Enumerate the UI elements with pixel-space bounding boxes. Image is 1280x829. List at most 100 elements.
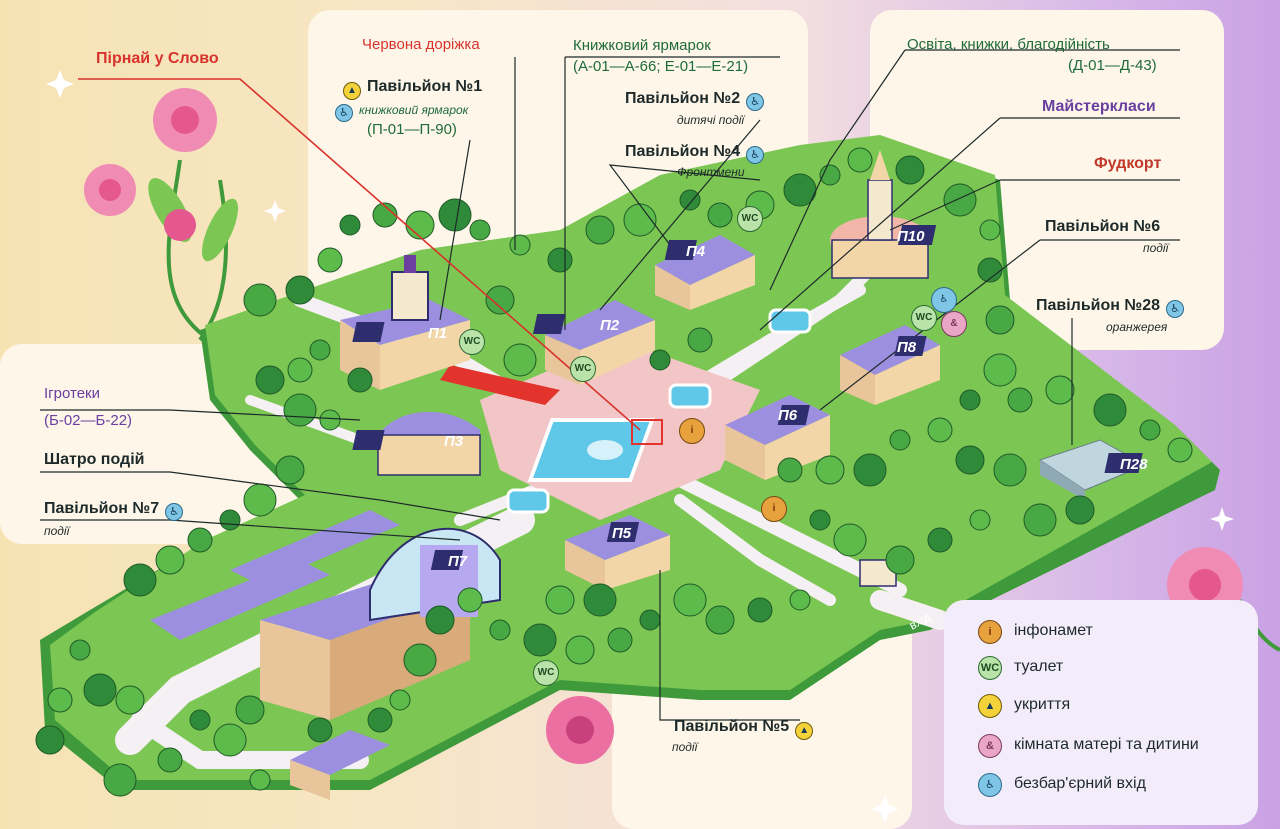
tree [943, 183, 977, 217]
label-p6[interactable]: Павільйон №6 [1045, 218, 1161, 235]
tree [509, 234, 531, 256]
tree [707, 202, 733, 228]
tree [833, 523, 867, 557]
tree [347, 367, 373, 393]
tree [155, 545, 185, 575]
label-osvita-codes: (Д-01—Д-43) [1068, 57, 1157, 74]
shelter-icon: ▲ [795, 722, 814, 740]
label-knyzhkovyi[interactable]: Книжковий ярмарок [573, 37, 711, 54]
label-p5[interactable]: Павільйон №5▲ [674, 718, 819, 740]
pirnai-target-box [631, 419, 663, 445]
label-p28-sub: оранжерея [1106, 320, 1168, 334]
tree [372, 202, 398, 228]
label-knyzhkovyi-codes: (А-01—А-66; Е-01—Е-21) [573, 58, 749, 75]
tree [687, 327, 713, 353]
tree [979, 219, 1001, 241]
tree [983, 353, 1017, 387]
sheds-left [150, 510, 400, 640]
label-p4-sub: Фронтмени [677, 165, 745, 179]
tree [585, 215, 615, 245]
tree [123, 563, 157, 597]
tree [1045, 375, 1075, 405]
tree [809, 509, 831, 531]
flower-decoration-left [84, 88, 239, 342]
accessible-icon: ♿ [746, 93, 765, 111]
label-p1-codes: (П-01—П-90) [367, 121, 457, 138]
label-igroteky[interactable]: Ігротеки [44, 385, 100, 402]
tree [35, 725, 65, 755]
tag-p4: П4 [686, 243, 706, 260]
tag-p1: П1 [428, 325, 447, 342]
tree [189, 709, 211, 731]
leader-lines [40, 49, 1180, 721]
label-chervona[interactable]: Червона доріжка [362, 36, 480, 53]
tree [425, 605, 455, 635]
info-icon: i [978, 620, 1002, 644]
tag-p8: П8 [897, 339, 917, 356]
tag-p28: П28 [1120, 456, 1148, 473]
tree [69, 639, 91, 661]
label-igroteky-codes: (Б-02—Б-22) [44, 412, 133, 429]
tree [1023, 503, 1057, 537]
shelter-icon: ▲ [343, 82, 361, 100]
tree [1007, 387, 1033, 413]
label-pirnai[interactable]: Пірнай у Слово [96, 50, 219, 67]
tree [309, 339, 331, 361]
tree [503, 343, 537, 377]
tree [47, 687, 73, 713]
tree [339, 214, 361, 236]
tree [103, 763, 137, 797]
tree [389, 689, 411, 711]
label-maisterklasy[interactable]: Майстеркласи [1042, 98, 1156, 115]
tree [895, 155, 925, 185]
accessible-icon: ♿ [165, 503, 184, 521]
wc-icon[interactable]: WC [570, 356, 596, 382]
accessible-icon[interactable]: ♿ [931, 287, 957, 313]
pirnai-leader-line [78, 78, 641, 431]
tree [847, 147, 873, 173]
tree [489, 619, 511, 641]
wc-icon[interactable]: WC [533, 660, 559, 686]
label-p1[interactable]: ▲Павільйон №1 [337, 78, 482, 100]
tree [1093, 393, 1127, 427]
accessible-icon: ♿ [978, 773, 1002, 797]
tree [255, 365, 285, 395]
tree [317, 247, 343, 273]
tree [285, 275, 315, 305]
tag-p3: П3 [444, 433, 464, 450]
wc-icon[interactable]: WC [459, 329, 485, 355]
label-p28[interactable]: Павільйон №28♿ [1036, 297, 1185, 318]
label-shatro[interactable]: Шатро подій [44, 451, 145, 468]
tree [219, 509, 241, 531]
tree [367, 707, 393, 733]
label-p6-sub: події [1143, 241, 1169, 255]
tree [213, 723, 247, 757]
tree [243, 483, 277, 517]
tree [405, 210, 435, 240]
label-p2[interactable]: Павільйон №2♿ [625, 90, 765, 111]
tree [815, 455, 845, 485]
tree [283, 393, 317, 427]
wc-icon[interactable]: WC [911, 305, 937, 331]
pavilion-28-building [1038, 439, 1147, 500]
label-p4[interactable]: Павільйон №4♿ [625, 143, 765, 164]
tree [679, 189, 701, 211]
tree [583, 583, 617, 617]
info-icon[interactable]: i [761, 496, 787, 522]
info-icon[interactable]: i [679, 418, 705, 444]
trees [35, 147, 1193, 797]
label-p7[interactable]: Павільйон №7♿ [44, 500, 184, 521]
label-p1-sub: ♿книжковий ярмарок [335, 101, 468, 122]
tree [993, 453, 1027, 487]
tree [705, 605, 735, 635]
mother-child-icon[interactable]: & [941, 311, 967, 337]
label-fudkort[interactable]: Фудкорт [1094, 155, 1162, 172]
tree [1139, 419, 1161, 441]
small-building-bottom [290, 730, 390, 800]
label-p5-sub: події [672, 740, 698, 754]
tree [1065, 495, 1095, 525]
label-osvita[interactable]: Освіта, книжки, благодійність [907, 36, 1110, 53]
wc-icon[interactable]: WC [737, 206, 763, 232]
tree [623, 203, 657, 237]
